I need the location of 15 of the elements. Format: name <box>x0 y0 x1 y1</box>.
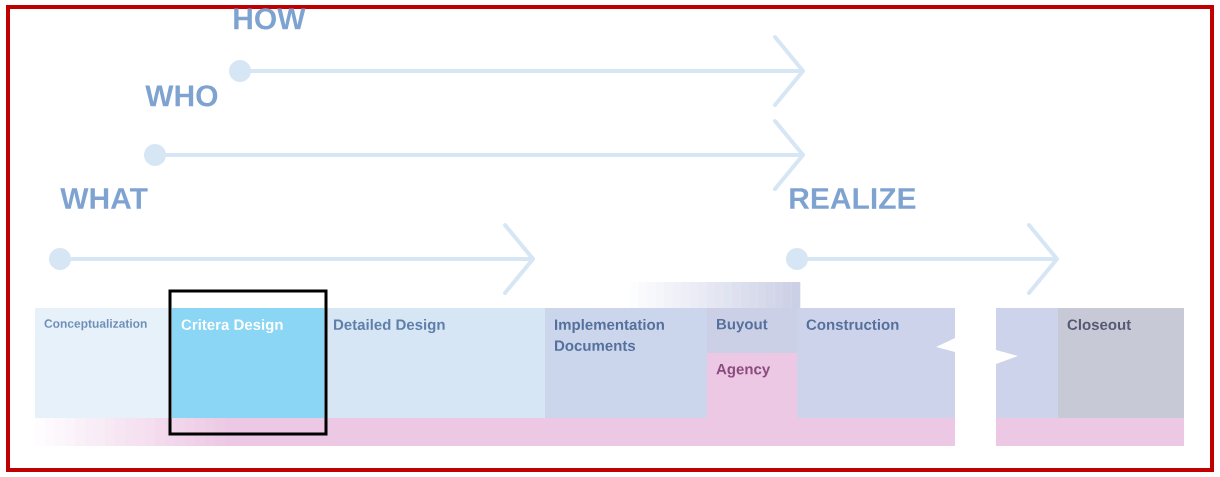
phase-box: Agency <box>707 353 797 418</box>
phase-label: HOW <box>234 8 306 30</box>
phase-label: REALIZE <box>790 188 916 209</box>
phase-label: WHAT <box>60 188 148 209</box>
phase-label: WHO <box>145 85 218 107</box>
phase-box: Conceptualization <box>35 308 168 418</box>
phase-box: Construction <box>797 308 955 418</box>
phase-box: Critera Design <box>172 308 324 418</box>
phase-box: Closeout <box>1058 308 1184 418</box>
phase-box: Implementation Documents <box>545 308 707 418</box>
node-label: Buyout <box>717 319 768 333</box>
phase-box: Detailed Design <box>324 308 545 418</box>
phase-box <box>996 308 1058 418</box>
node-label: Agency <box>716 364 771 378</box>
phase-box: Buyout <box>707 308 797 353</box>
